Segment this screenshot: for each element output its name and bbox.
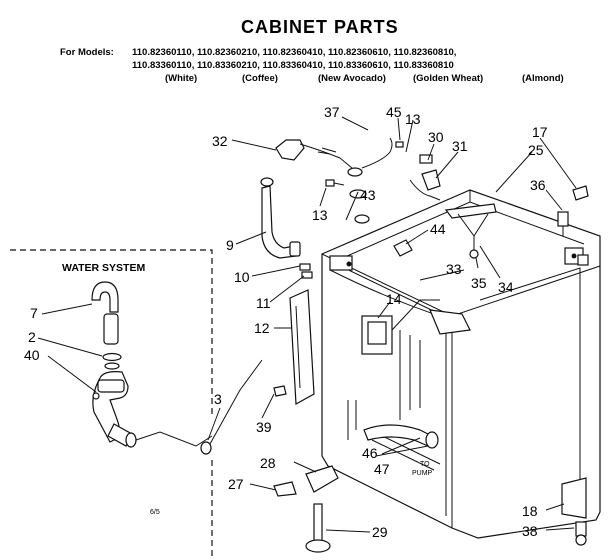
callout-12: 12 — [254, 320, 270, 336]
callout-40: 40 — [24, 347, 40, 363]
callout-3: 3 — [214, 391, 222, 407]
model-color-white: (White) — [165, 73, 197, 84]
callout-28: 28 — [260, 455, 276, 471]
callouts: 37 45 13 30 31 17 25 32 13 43 36 9 44 10… — [24, 104, 548, 540]
callout-29: 29 — [372, 524, 388, 540]
bottom-hardware — [273, 465, 587, 553]
callout-18: 18 — [522, 503, 538, 519]
callout-38: 38 — [522, 523, 538, 539]
callout-13-left: 13 — [312, 207, 328, 223]
diagram-title: CABINET PARTS — [241, 17, 399, 37]
callout-11: 11 — [256, 295, 271, 311]
callout-34: 34 — [498, 279, 514, 295]
cabinet-body — [321, 189, 601, 539]
callout-27: 27 — [228, 476, 244, 492]
callout-37: 37 — [324, 104, 340, 120]
callout-36: 36 — [530, 177, 546, 193]
water-system-title: WATER SYSTEM — [62, 262, 145, 274]
callout-17: 17 — [532, 124, 548, 140]
to-pump-label-pump: PUMP — [412, 470, 433, 477]
models-line-1: 110.82360110, 110.82360210, 110.82360410… — [132, 47, 456, 58]
callout-31: 31 — [452, 138, 468, 154]
callout-33: 33 — [446, 261, 462, 277]
callout-45: 45 — [386, 104, 402, 120]
page-code: 6/5 — [150, 509, 160, 516]
model-color-golden-wheat: (Golden Wheat) — [413, 73, 483, 84]
callout-10: 10 — [234, 269, 250, 285]
callout-14: 14 — [386, 291, 402, 307]
model-color-new-avocado: (New Avocado) — [318, 73, 386, 84]
callout-25: 25 — [528, 142, 544, 158]
callout-2: 2 — [28, 329, 36, 345]
to-pump-label-to: TO — [420, 461, 430, 468]
models-prefix: For Models: — [60, 47, 114, 58]
callout-32: 32 — [212, 133, 228, 149]
model-color-almond: (Almond) — [522, 73, 564, 84]
callout-7: 7 — [30, 305, 38, 321]
callout-13-top: 13 — [405, 111, 421, 127]
leader-lines — [37, 116, 577, 533]
callout-9: 9 — [226, 237, 234, 253]
top-hardware — [260, 137, 589, 449]
model-color-coffee: (Coffee) — [242, 73, 278, 84]
callout-35: 35 — [471, 275, 487, 291]
callout-30: 30 — [428, 129, 444, 145]
callout-46: 46 — [362, 445, 378, 461]
models-line-2: 110.83360110, 110.83360210, 110.83360410… — [132, 60, 454, 71]
callout-39: 39 — [256, 419, 272, 435]
callout-44: 44 — [430, 221, 446, 237]
callout-43: 43 — [360, 187, 376, 203]
callout-47: 47 — [374, 461, 390, 477]
water-system-inset: WATER SYSTEM — [10, 249, 263, 560]
